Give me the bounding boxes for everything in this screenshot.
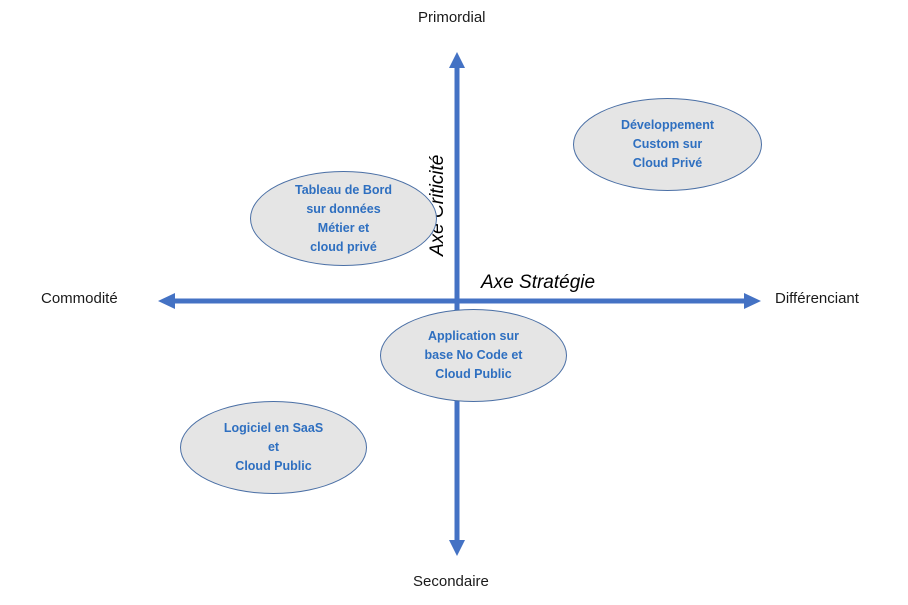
- bubble-tableau-de-bord: Tableau de Bord sur données Métier et cl…: [250, 171, 437, 266]
- horizontal-axis-title: Axe Stratégie: [481, 272, 596, 293]
- bubble-label: Développement Custom sur Cloud Privé: [620, 118, 715, 170]
- horizontal-axis-arrow-left: [158, 293, 175, 309]
- bubble-application-no-code: Application sur base No Code et Cloud Pu…: [380, 309, 567, 402]
- bubble-label: Application sur base No Code et Cloud Pu…: [424, 329, 523, 381]
- bubble-logiciel-saas: Logiciel en SaaS et Cloud Public: [180, 401, 367, 494]
- bubble-developpement-custom: Développement Custom sur Cloud Privé: [573, 98, 762, 191]
- bubble-label: Logiciel en SaaS et Cloud Public: [223, 421, 324, 473]
- vertical-axis-arrow-down: [449, 540, 465, 556]
- pole-label-secondaire: Secondaire: [413, 573, 489, 590]
- horizontal-axis-arrow-right: [744, 293, 761, 309]
- pole-label-commodite: Commodité: [41, 290, 118, 307]
- vertical-axis-arrow-up: [449, 52, 465, 68]
- pole-label-differenciant: Différenciant: [775, 290, 859, 307]
- bubble-label: Tableau de Bord sur données Métier et cl…: [294, 182, 392, 254]
- pole-label-primordial: Primordial: [418, 9, 486, 26]
